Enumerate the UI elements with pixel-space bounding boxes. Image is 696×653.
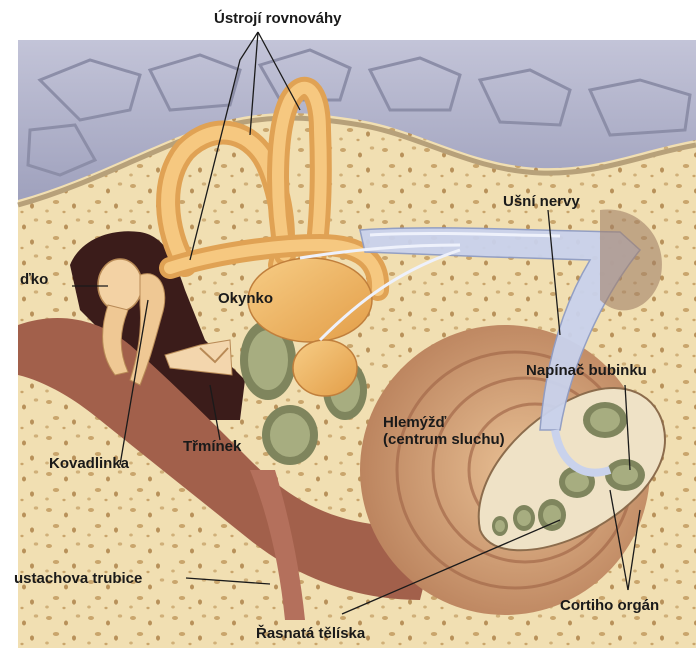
label-eustachova-trubice: ustachova trubice [14,570,142,587]
label-hlemyzd: Hlemýžď [383,414,446,431]
label-usni-nervy: Ušní nervy [503,193,580,210]
label-cortiho-organ: Cortiho orgán [560,597,659,614]
label-kovadlinka: Kovadlinka [49,455,129,472]
label-centrum-sluchu: (centrum sluchu) [383,431,505,448]
saccule [293,340,357,396]
label-ustroji-rovnovahy: Ústrojí rovnováhy [214,10,342,27]
label-trminek: Třmínek [183,438,241,455]
malleus-head [98,259,142,311]
label-okynko: Okynko [218,290,273,307]
label-bubinko-fragment: ďko [20,271,48,288]
label-rasnata-teliska: Řasnatá tělíska [256,625,365,642]
label-napinac-bubinku: Napínač bubinku [526,362,647,379]
